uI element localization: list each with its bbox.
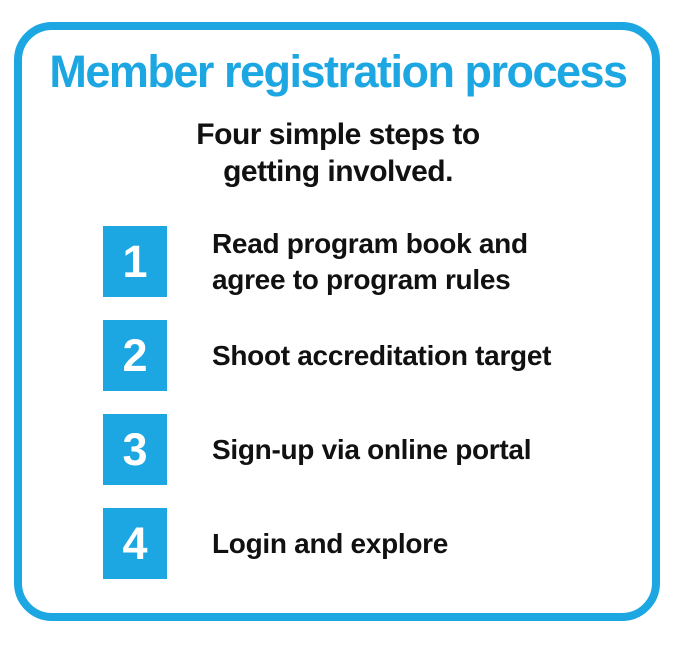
subtitle: Four simple steps to getting involved.: [196, 118, 480, 188]
steps-list: 1 Read program book and agree to program…: [103, 226, 551, 579]
rounded-border-frame: [14, 22, 660, 621]
step-number-badge: 2: [103, 320, 167, 391]
step-number-badge: 4: [103, 508, 167, 579]
step-label: Read program book and agree to program r…: [212, 227, 528, 295]
step-row-1: 1 Read program book and agree to program…: [103, 226, 551, 297]
step-label: Sign-up via online portal: [212, 433, 532, 465]
step-number-badge: 3: [103, 414, 167, 485]
step-label: Login and explore: [212, 527, 449, 559]
step-row-3: 3 Sign-up via online portal: [103, 414, 551, 485]
page-title: Member registration process: [49, 46, 628, 97]
step-label: Shoot accreditation target: [212, 339, 552, 371]
step-row-4: 4 Login and explore: [103, 508, 551, 579]
step-number-badge: 1: [103, 226, 167, 297]
step-row-2: 2 Shoot accreditation target: [103, 320, 551, 391]
